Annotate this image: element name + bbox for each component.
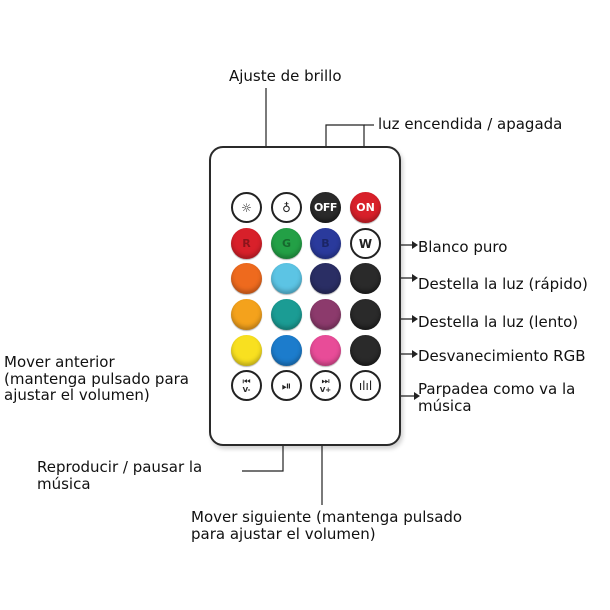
flash-fast-button[interactable] (350, 263, 381, 294)
label-power: luz encendida / apagada (378, 115, 563, 133)
off-button[interactable]: OFF (310, 192, 341, 223)
red-label: R (242, 237, 251, 250)
previous-button[interactable]: ⏮ V- (231, 370, 262, 401)
green-label: G (281, 237, 292, 250)
color-button-cyan[interactable] (271, 263, 302, 294)
blue-label: B (321, 237, 330, 250)
label-next-line2: para ajustar el volumen) (191, 525, 376, 543)
brightness-down-button[interactable]: ♁ (271, 192, 302, 223)
green-button[interactable]: G (271, 228, 302, 259)
sun-icon: ☼ (241, 200, 252, 215)
label-music-line2: música (418, 397, 472, 415)
label-flash-fast: Destella la luz (rápido) (418, 275, 588, 293)
label-next-line1: Mover siguiente (mantenga pulsado (191, 508, 463, 526)
vol-down-label: V- (242, 385, 251, 394)
next-icon: ⏭ (321, 376, 330, 387)
color-button-plum[interactable] (310, 299, 341, 330)
color-button-sky[interactable] (271, 335, 302, 366)
label-play-line1: Reproducir / pausar la (37, 458, 203, 476)
white-button[interactable]: W (350, 228, 381, 259)
label-play-line2: música (37, 475, 91, 493)
equalizer-icon: ılıl (358, 378, 373, 393)
label-white: Blanco puro (418, 238, 508, 256)
on-label: ON (356, 201, 375, 214)
label-flash-slow: Destella la luz (lento) (418, 313, 579, 331)
label-prev-line3: ajustar el volumen) (4, 386, 150, 404)
color-button-amber[interactable] (231, 299, 262, 330)
next-button[interactable]: ⏭ V+ (310, 370, 341, 401)
previous-icon: ⏮ (242, 376, 251, 387)
on-button[interactable]: ON (350, 192, 381, 223)
vol-up-label: V+ (319, 385, 332, 394)
brightness-up-button[interactable]: ☼ (231, 192, 262, 223)
color-button-yellow[interactable] (231, 335, 262, 366)
color-button-teal[interactable] (271, 299, 302, 330)
white-label: W (358, 236, 373, 251)
color-button-navy[interactable] (310, 263, 341, 294)
label-music-line1: Parpadea como va la (418, 380, 576, 398)
red-button[interactable]: R (231, 228, 262, 259)
off-label: OFF (314, 201, 337, 214)
color-button-orange[interactable] (231, 263, 262, 294)
label-prev-line1: Mover anterior (4, 353, 115, 371)
music-mode-button[interactable]: ılıl (350, 370, 381, 401)
play-pause-icon: ⏯ (281, 378, 292, 393)
fade-button[interactable] (350, 335, 381, 366)
label-brightness: Ajuste de brillo (229, 67, 342, 85)
blue-button[interactable]: B (310, 228, 341, 259)
bulb-icon: ♁ (282, 200, 291, 215)
label-fade: Desvanecimiento RGB (418, 347, 586, 365)
play-pause-button[interactable]: ⏯ (271, 370, 302, 401)
remote-control: ☼ ♁ OFF ON R G B W ⏮ V- ⏯ (209, 146, 401, 446)
color-button-pink[interactable] (310, 335, 341, 366)
label-prev-line2: (mantenga pulsado para (4, 370, 190, 388)
flash-slow-button[interactable] (350, 299, 381, 330)
